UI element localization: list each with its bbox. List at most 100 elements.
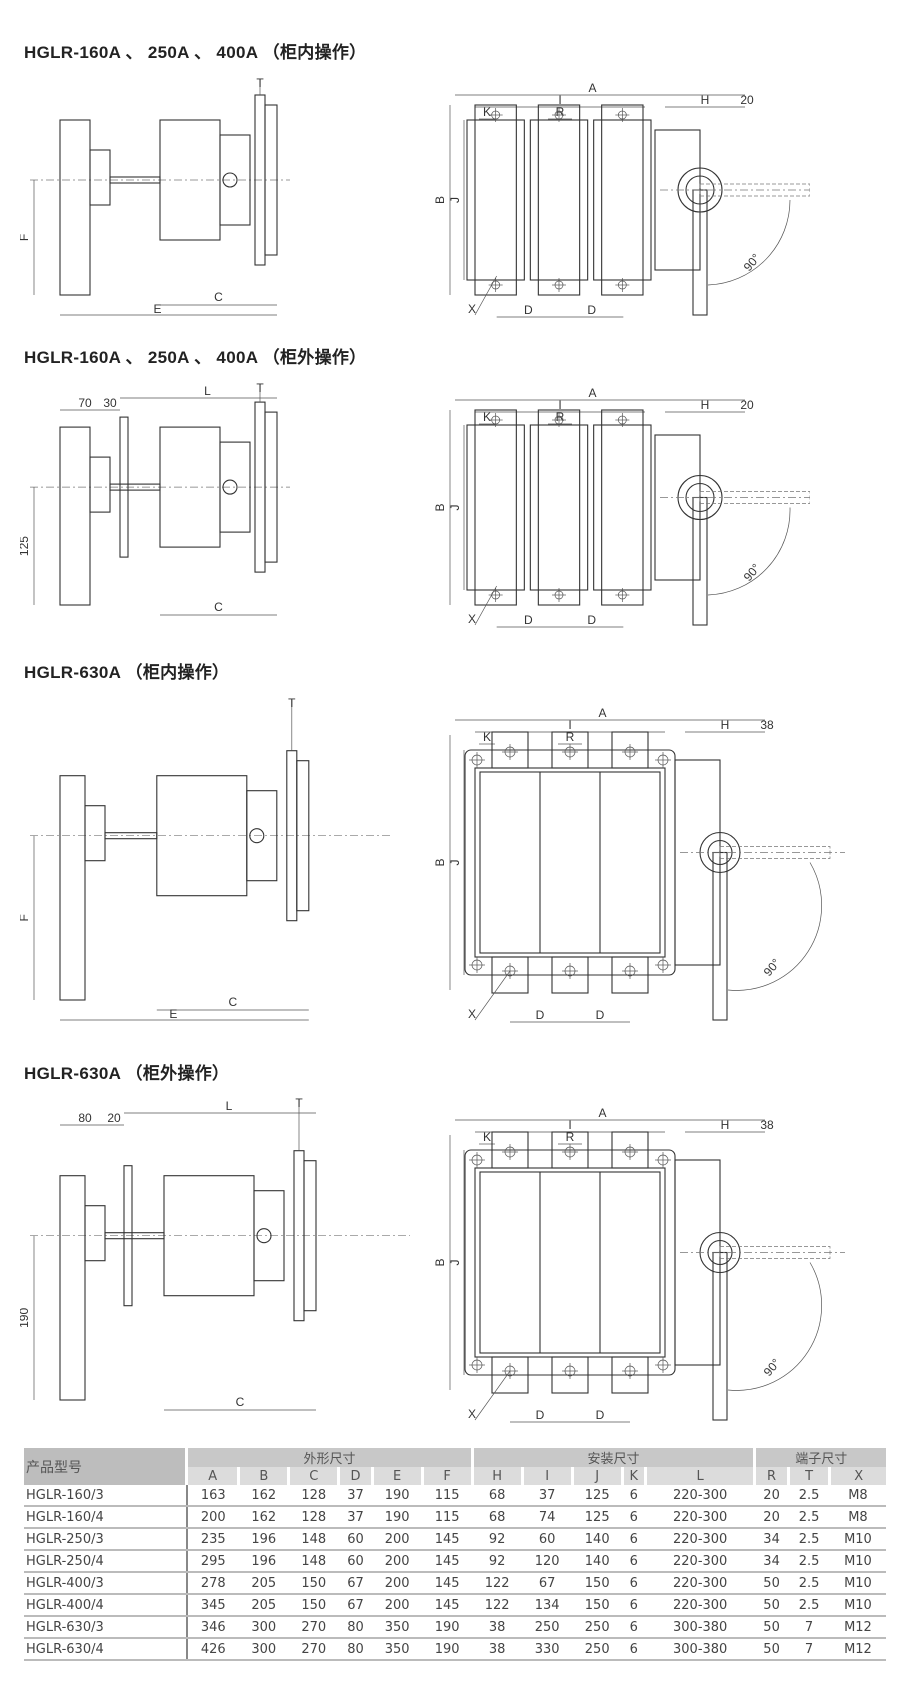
value-cell: 50	[754, 1594, 789, 1617]
dimension-value: 38	[760, 718, 774, 732]
leader-line	[474, 585, 497, 626]
value-cell: 205	[238, 1572, 289, 1595]
terminal	[551, 1131, 589, 1169]
column-header: R	[753, 1467, 789, 1485]
value-cell: 128	[288, 1485, 339, 1507]
value-cell: 2.5	[788, 1594, 830, 1617]
model-cell: HGLR-400/4	[24, 1594, 188, 1617]
value-cell: 220-300	[645, 1550, 755, 1573]
model-cell: HGLR-400/3	[24, 1572, 188, 1595]
value-cell: 220-300	[645, 1572, 755, 1595]
value-cell: 60	[338, 1550, 373, 1573]
dimension-handle-offset: 80	[78, 1111, 92, 1125]
column-header: C	[287, 1467, 339, 1485]
value-cell: 235	[186, 1528, 239, 1551]
dimension-door-offset: 30	[103, 396, 117, 410]
value-cell: 270	[288, 1616, 339, 1639]
panel-door	[123, 1165, 133, 1307]
column-header: F	[420, 1467, 473, 1485]
value-cell: 350	[372, 1638, 423, 1661]
switch-pole	[529, 424, 589, 591]
section-2-title: HGLR-160A 、 250A 、 400A （柜外操作）	[24, 348, 367, 367]
mounting-bracket	[264, 104, 278, 256]
value-cell: M10	[829, 1550, 886, 1573]
switch-mechanism	[219, 441, 251, 533]
model-cell: HGLR-250/3	[24, 1528, 188, 1551]
handle-grip	[59, 426, 91, 606]
value-cell: 150	[572, 1594, 623, 1617]
value-cell: 220-300	[645, 1485, 755, 1507]
dimension-D: D	[587, 303, 596, 317]
handle-base	[84, 1205, 106, 1262]
rotation-arc	[727, 862, 822, 991]
value-cell: 6	[622, 1616, 646, 1639]
value-cell: 50	[754, 1638, 789, 1661]
switch-body	[474, 1167, 666, 1358]
value-cell: 190	[422, 1638, 473, 1661]
terminal-block	[474, 409, 517, 606]
switch-pole	[466, 424, 525, 591]
terminal	[491, 1131, 529, 1169]
dimension-R: R	[556, 410, 565, 424]
value-cell: 145	[422, 1572, 473, 1595]
value-cell: 6	[622, 1572, 646, 1595]
column-header: K	[620, 1467, 646, 1485]
dimension-D: D	[536, 1408, 545, 1422]
value-cell: 220-300	[645, 1506, 755, 1529]
value-cell: 200	[372, 1550, 423, 1573]
leader-line	[474, 1370, 511, 1421]
value-cell: 50	[754, 1616, 789, 1639]
dimension-I: I	[558, 398, 561, 412]
value-cell: 80	[338, 1616, 373, 1639]
value-cell: 115	[422, 1485, 473, 1507]
terminal	[491, 731, 529, 769]
section-3-title: HGLR-630A （柜内操作）	[24, 663, 230, 682]
dimension-value: 20	[740, 93, 754, 107]
value-cell: 148	[288, 1550, 339, 1573]
side-view-drawing-3: CTFE	[20, 696, 390, 1021]
value-cell: 68	[472, 1506, 523, 1529]
value-cell: 20	[754, 1506, 789, 1529]
value-cell: 38	[472, 1638, 523, 1661]
value-cell: 122	[472, 1594, 523, 1617]
value-cell: 300	[238, 1638, 289, 1661]
handle-grip	[59, 119, 91, 296]
value-cell: 200	[372, 1572, 423, 1595]
dimension-B: B	[433, 196, 447, 204]
dimension-X: X	[468, 612, 476, 626]
terminal	[491, 956, 529, 994]
value-cell: 6	[622, 1550, 646, 1573]
value-cell: 345	[186, 1594, 239, 1617]
dimension-R: R	[566, 730, 575, 744]
model-cell: HGLR-630/4	[24, 1638, 188, 1661]
dimension-I: I	[568, 718, 571, 732]
dimension-D: D	[536, 1008, 545, 1022]
value-cell: M8	[829, 1506, 886, 1529]
value-cell: 67	[522, 1572, 573, 1595]
value-cell: 67	[338, 1594, 373, 1617]
rotation-arc	[727, 1262, 822, 1391]
value-cell: 74	[522, 1506, 573, 1529]
dimension-B: B	[433, 858, 447, 866]
value-cell: 120	[522, 1550, 573, 1573]
value-cell: 162	[238, 1506, 289, 1529]
dimension-A: A	[598, 706, 606, 720]
column-header: L	[643, 1467, 755, 1485]
value-cell: 50	[754, 1572, 789, 1595]
value-cell: 60	[338, 1528, 373, 1551]
value-cell: 346	[186, 1616, 239, 1639]
value-cell: 300-380	[645, 1638, 755, 1661]
dimension-T: T	[288, 696, 296, 710]
dimension-X: X	[468, 302, 476, 316]
terminal	[551, 731, 589, 769]
column-header: T	[786, 1467, 830, 1485]
dimension-vertical: F	[20, 914, 31, 921]
terminal-block	[537, 409, 581, 606]
value-cell: 92	[472, 1550, 523, 1573]
value-cell: 6	[622, 1594, 646, 1617]
